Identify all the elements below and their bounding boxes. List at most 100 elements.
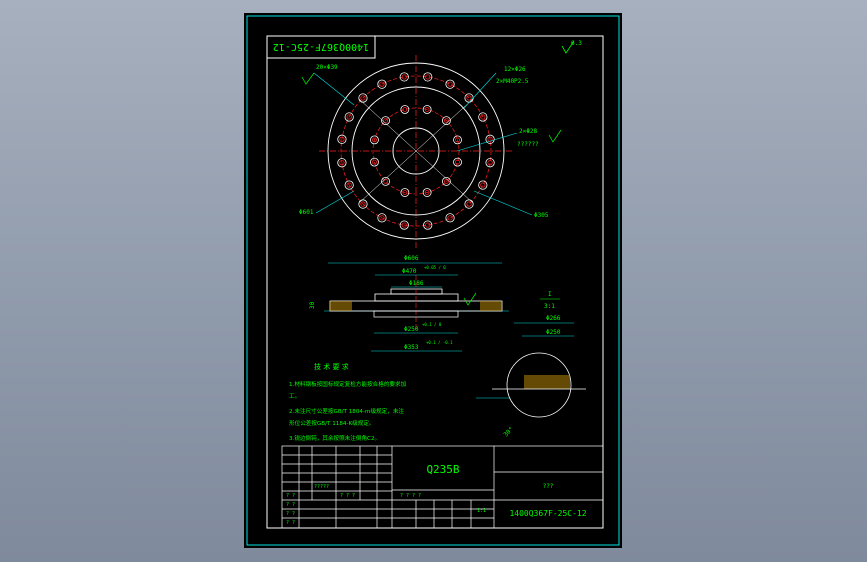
inner-bolt-hole <box>442 116 451 125</box>
outer-bolt-hole-inner <box>346 114 352 120</box>
cad-drawing-sheet: 1400Q367F-25C-12 6.3 20×Φ39 12×Φ26 2×M40… <box>246 15 620 546</box>
dim-bottom-tol: +0.1 / -0.1 <box>426 340 453 345</box>
outer-bolt-hole <box>337 134 347 144</box>
detail-hatch <box>524 375 570 389</box>
outer-bolt-hole <box>344 112 354 122</box>
outer-sheet-border <box>246 15 620 546</box>
outer-bolt-hole <box>478 112 488 122</box>
diag-line-3 <box>415 98 474 152</box>
inner-bolt-hole <box>453 157 462 167</box>
outer-circle <box>327 62 505 240</box>
inner-bolt-hole <box>381 116 390 125</box>
inner-bolt-hole-inner <box>402 107 408 112</box>
outer-bolt-hole <box>337 158 347 168</box>
outer-bolt-hole <box>377 79 387 89</box>
tb-label-2: ? ? <box>286 502 295 508</box>
inner-bolt-hole-inner <box>444 179 449 184</box>
hatch-left <box>330 301 352 311</box>
section-view: Φ606 Φ470 +0.05 / 0 Φ186 Φ250 +0.1 / 0 Φ… <box>309 255 509 352</box>
outer-bolt-hole-inner <box>466 95 472 101</box>
inner-bolt-hole-inner <box>383 179 388 184</box>
outer-bolt-circle <box>340 75 492 227</box>
inner-bolt-hole <box>381 177 390 186</box>
outer-bolt-hole <box>445 79 455 89</box>
dim-raised: Φ470 <box>402 268 417 275</box>
inner-hole-group <box>370 105 462 197</box>
outer-bolt-hole-inner <box>480 114 486 120</box>
inner-drawing-frame <box>266 35 604 529</box>
bottom-recess <box>373 310 459 318</box>
inner-bolt-hole-inner <box>402 190 408 195</box>
inner-bolt-circle <box>372 107 460 195</box>
leader-bolt-circle <box>473 190 533 216</box>
dim-recess: Φ250 <box>404 326 419 333</box>
inner-bolt-hole <box>442 177 451 186</box>
outer-bolt-hole-inner <box>379 215 385 221</box>
dim-detail: Φ266 <box>546 315 561 322</box>
title-block <box>281 445 604 529</box>
tb-label-1: ? ? <box>286 493 295 499</box>
note-line-2: 工。 <box>289 393 300 400</box>
inner-bolt-hole-inner <box>424 190 430 195</box>
cad-viewport[interactable]: 1400Q367F-25C-12 6.3 20×Φ39 12×Φ26 2×M40… <box>244 13 622 548</box>
raised-face-circle <box>351 86 481 216</box>
material-value: Q235B <box>426 463 459 476</box>
inner-bolt-hole-inner <box>455 137 460 143</box>
inner-bolt-hole <box>422 188 432 197</box>
tb-sign-1: ????? <box>314 484 329 490</box>
dim-step: Φ250 <box>546 329 561 336</box>
company-value: ??? <box>543 483 554 490</box>
inner-bolt-hole <box>422 105 432 114</box>
label-bolt-circle: Φ305 <box>534 212 549 219</box>
label-inner-pcd: 2×M40P2.5 <box>496 78 529 85</box>
label-inner-holes: 12×Φ26 <box>504 66 526 73</box>
outer-bolt-hole-inner <box>346 182 352 188</box>
inner-bolt-hole-inner <box>455 159 460 165</box>
outer-bolt-hole-inner <box>425 74 431 80</box>
inner-bolt-hole <box>370 135 379 145</box>
detail-label: I <box>548 291 552 298</box>
roughness-tap <box>548 129 562 143</box>
inner-bolt-hole <box>370 157 379 167</box>
outer-hole-group <box>337 72 495 230</box>
note-line-5: 3.锐边倒钝，其余按照未注倒角C2。 <box>289 434 380 442</box>
outer-bolt-hole-inner <box>379 81 385 87</box>
diag-line-4 <box>358 98 417 152</box>
outer-bolt-hole <box>464 199 474 209</box>
notes-title: 技 术 要 求 <box>314 362 349 371</box>
outer-bolt-hole <box>485 134 495 144</box>
inner-bolt-hole <box>453 135 462 145</box>
dim-recess-tol: +0.1 / 0 <box>422 322 442 327</box>
outer-bolt-hole-inner <box>360 201 366 207</box>
dim-raised-tol: +0.05 / 0 <box>424 265 446 270</box>
outer-bolt-hole <box>399 220 409 230</box>
diag-line-2 <box>415 150 474 204</box>
outer-bolt-hole <box>485 158 495 168</box>
outer-bolt-hole <box>478 180 488 190</box>
outer-bolt-hole <box>423 220 433 230</box>
hatch-right <box>480 301 502 311</box>
roughness-outer-holes <box>301 72 315 85</box>
outer-bolt-hole-inner <box>487 136 493 142</box>
leader-outer-diameter <box>315 190 355 214</box>
inner-bolt-hole-inner <box>372 137 377 143</box>
outer-bolt-hole-inner <box>487 160 493 166</box>
tb-label-3: ? ? <box>286 511 295 517</box>
outer-bolt-hole-inner <box>360 95 366 101</box>
inner-bolt-hole-inner <box>444 118 449 123</box>
dim-thickness: 30 <box>309 301 316 309</box>
drawing-number-value: 1400Q367F-25C-12 <box>509 509 586 518</box>
outer-bolt-hole <box>445 213 455 223</box>
tb-sign-2: ? ? ? <box>340 493 355 499</box>
title-block-frame <box>281 445 604 529</box>
outer-bolt-hole-inner <box>339 160 345 166</box>
note-line-3: 2.未注尺寸公差按GB/T 1804-m级规定，未注 <box>289 407 404 415</box>
roughness-section <box>463 292 477 306</box>
leader-inner-holes <box>463 72 497 109</box>
inner-bolt-hole-inner <box>424 107 430 112</box>
outer-bolt-hole <box>377 213 387 223</box>
outer-bolt-hole <box>344 180 354 190</box>
outer-bolt-hole-inner <box>339 136 345 142</box>
top-view <box>319 55 514 248</box>
label-outer-diameter: Φ601 <box>299 209 314 216</box>
